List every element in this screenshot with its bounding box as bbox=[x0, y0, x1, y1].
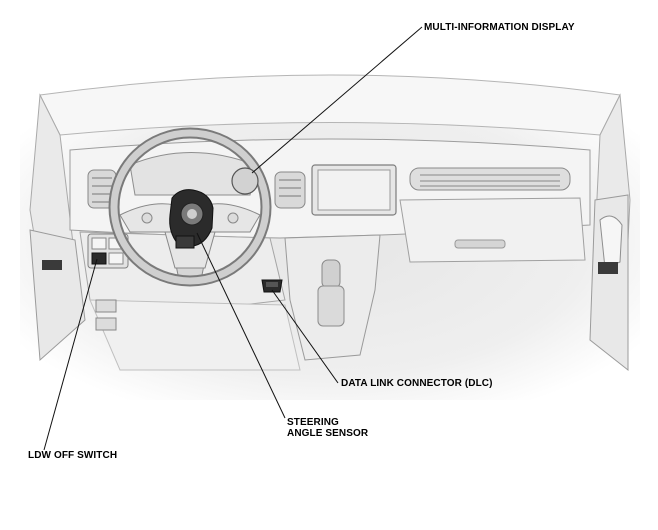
gear-shifter bbox=[317, 259, 345, 327]
multi-information-display-graphic bbox=[231, 167, 259, 195]
leader-multi-information-display bbox=[251, 26, 423, 174]
dlc-connector-graphic bbox=[261, 279, 283, 293]
steering-angle-sensor-label-line2: ANGLE SENSOR bbox=[287, 428, 369, 439]
steering-angle-sensor-label: STEERING ANGLE SENSOR bbox=[287, 417, 368, 439]
leader-ldw-off-switch bbox=[43, 258, 98, 451]
leader-steering-angle-sensor bbox=[196, 232, 286, 419]
steering-angle-sensor-label-line1: STEERING bbox=[287, 417, 339, 428]
glove-box bbox=[399, 197, 586, 263]
ldw-off-switch-graphic bbox=[91, 252, 107, 265]
right-door-panel bbox=[589, 194, 629, 372]
leader-data-link-connector bbox=[271, 289, 339, 384]
right-air-vent bbox=[409, 167, 571, 191]
ldw-off-switch-label: LDW OFF SWITCH bbox=[28, 450, 118, 461]
multi-information-display-label: MULTI-INFORMATION DISPLAY bbox=[424, 22, 575, 33]
data-link-connector-label: DATA LINK CONNECTOR (DLC) bbox=[341, 378, 493, 389]
center-left-air-vent bbox=[274, 171, 306, 209]
floor bbox=[89, 299, 301, 371]
left-door-panel bbox=[29, 229, 117, 362]
steering-angle-sensor-graphic bbox=[169, 189, 214, 249]
